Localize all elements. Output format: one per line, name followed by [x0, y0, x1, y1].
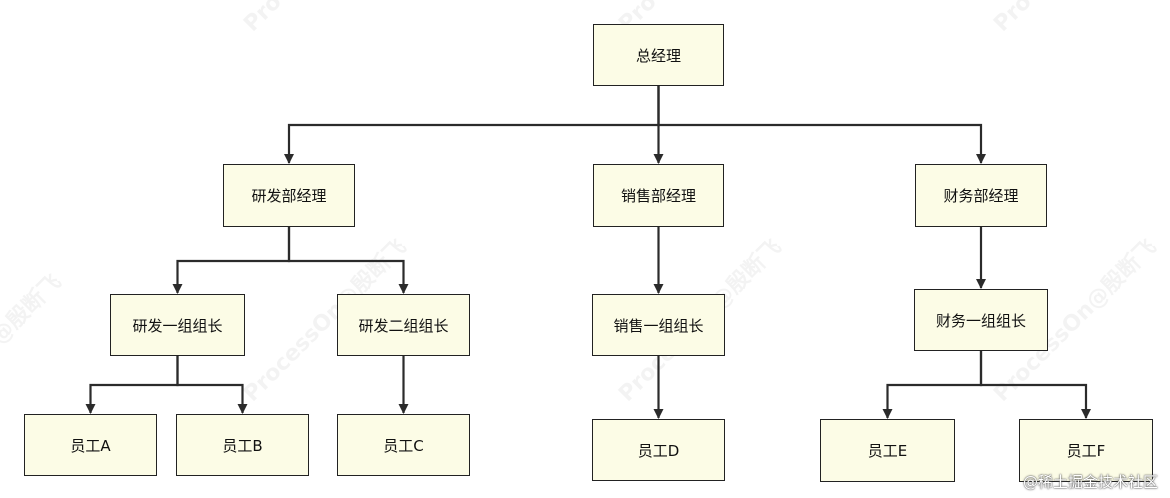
- node-employee-b: 员工B: [176, 414, 309, 476]
- connector-arrow: [882, 351, 983, 419]
- node-ceo: 总经理: [593, 24, 724, 86]
- node-rd-team1-lead: 研发一组组长: [110, 294, 245, 356]
- connector-arrow: [979, 351, 1091, 419]
- connector-arrow: [657, 86, 986, 164]
- connector-arrow: [176, 356, 248, 414]
- node-rd-manager: 研发部经理: [223, 164, 355, 227]
- node-employee-c: 员工C: [337, 414, 470, 476]
- node-sales-manager: 销售部经理: [593, 164, 724, 227]
- site-credit: @稀土掘金技术社区: [1022, 473, 1158, 491]
- connector-arrow: [287, 227, 409, 294]
- node-employee-d: 员工D: [592, 419, 725, 481]
- node-finance-team1-lead: 财务一组组长: [914, 289, 1048, 351]
- node-employee-e: 员工E: [820, 419, 955, 482]
- node-rd-team2-lead: 研发二组组长: [337, 294, 470, 356]
- node-employee-a: 员工A: [24, 414, 157, 476]
- node-finance-manager: 财务部经理: [915, 164, 1047, 227]
- connector-arrow: [172, 227, 291, 294]
- node-employee-f: 员工F: [1019, 419, 1153, 482]
- node-sales-team1-lead: 销售一组组长: [592, 294, 725, 356]
- connector-arrow: [85, 356, 179, 414]
- connector-arrow: [284, 86, 660, 164]
